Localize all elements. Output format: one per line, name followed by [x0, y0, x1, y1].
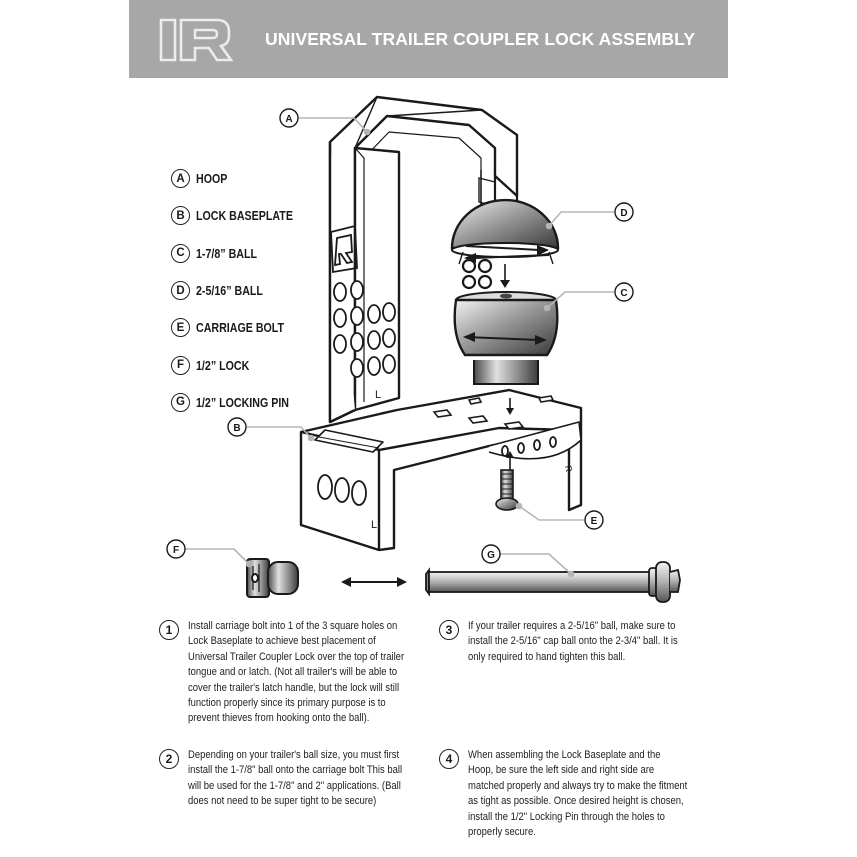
- legend-label: CARRIAGE BOLT: [196, 320, 285, 336]
- legend-item-lock-baseplate: B LOCK BASEPLATE: [171, 197, 314, 234]
- legend-item-hoop: A HOOP: [171, 160, 314, 197]
- legend-label: 1/2” LOCKING PIN: [196, 394, 290, 410]
- header-bar: R UNIVERSAL TRAILER COUPLER LOCK ASSEMBL…: [129, 0, 728, 78]
- step-number: 4: [439, 749, 459, 769]
- step-number: 2: [159, 749, 179, 769]
- step-4: 4 When assembling the Lock Baseplate and…: [439, 748, 723, 840]
- carriage-bolt-part: [495, 469, 519, 511]
- baseplate-side-mark: L: [371, 519, 377, 531]
- callout-a-badge: [279, 108, 299, 128]
- callout-c-letter: C: [620, 288, 627, 299]
- legend-item-lock: F 1/2” LOCK: [171, 346, 314, 383]
- assembly-diagram: L L R: [166, 95, 681, 603]
- legend-item-small-ball: C 1-7/8” BALL: [171, 235, 314, 272]
- instruction-sheet: R UNIVERSAL TRAILER COUPLER LOCK ASSEMBL…: [129, 0, 728, 857]
- callout-f-letter: F: [173, 545, 179, 556]
- step-number: 1: [159, 620, 179, 640]
- callout-leaders: [184, 117, 614, 578]
- callout-e-badge: [584, 510, 604, 530]
- lock-part: [246, 558, 299, 598]
- down-arrow-icon: [500, 264, 514, 415]
- step-number: 3: [439, 620, 459, 640]
- callout-f-badge: [166, 539, 186, 559]
- callout-d-badge: [614, 202, 634, 222]
- step-3: 3 If your trailer requires a 2-5/16" bal…: [439, 619, 723, 665]
- rotation-arrow-icon: [463, 245, 550, 345]
- legend-item-carriage-bolt: E CARRIAGE BOLT: [171, 309, 314, 346]
- legend-label: 1-7/8” BALL: [196, 245, 258, 261]
- double-arrow-icon: [341, 577, 407, 587]
- callout-a-letter: A: [285, 114, 292, 125]
- hoop-side-mark: L: [375, 389, 381, 401]
- legend-label: LOCK BASEPLATE: [196, 208, 293, 224]
- callout-g-badge: [481, 544, 501, 564]
- callout-e-letter: E: [591, 516, 598, 527]
- legend-label: 2-5/16” BALL: [196, 283, 263, 299]
- baseplate-edge-mark: R: [563, 465, 574, 474]
- legend-badge: C: [171, 243, 190, 263]
- legend-badge: G: [171, 392, 190, 412]
- callout-b-letter: B: [233, 423, 240, 434]
- step-1: 1 Install carriage bolt into 1 of the 3 …: [159, 619, 443, 727]
- legend-label: 1/2” LOCK: [196, 357, 250, 373]
- up-arrow-icon: [506, 451, 514, 470]
- legend-item-locking-pin: G 1/2” LOCKING PIN: [171, 384, 314, 421]
- hoop-holes: [333, 280, 396, 378]
- legend-item-large-ball: D 2-5/16” BALL: [171, 272, 314, 309]
- step-2: 2 Depending on your trailer's ball size,…: [159, 748, 443, 810]
- legend-badge: A: [171, 169, 190, 189]
- small-ball-part: [453, 291, 559, 385]
- brand-logo-icon: R: [159, 18, 234, 62]
- page-title: UNIVERSAL TRAILER COUPLER LOCK ASSEMBLY: [265, 29, 696, 49]
- callout-badges: [166, 108, 634, 564]
- legend-badge: D: [171, 281, 190, 301]
- legend-label: HOOP: [196, 171, 228, 187]
- callout-g-letter: G: [487, 550, 495, 561]
- step-text: Install carriage bolt into 1 of the 3 sq…: [188, 620, 405, 725]
- hoop-r-logo-icon: [330, 224, 358, 274]
- legend-badge: F: [171, 355, 190, 375]
- step-text: When assembling the Lock Baseplate and t…: [468, 749, 688, 839]
- baseplate-round-holes: [317, 436, 557, 506]
- step-text: Depending on your trailer's ball size, y…: [188, 749, 403, 808]
- baseplate-square-holes: [432, 395, 555, 430]
- legend-badge: E: [171, 318, 190, 338]
- locking-pin-part: [425, 561, 681, 603]
- callout-c-badge: [614, 282, 634, 302]
- callout-b-badge: [227, 417, 247, 437]
- parts-legend: A HOOP B LOCK BASEPLATE C 1-7/8” BALL D …: [171, 160, 314, 421]
- step-text: If your trailer requires a 2-5/16" ball,…: [468, 620, 678, 663]
- legend-badge: B: [171, 206, 190, 226]
- callout-d-letter: D: [620, 208, 627, 219]
